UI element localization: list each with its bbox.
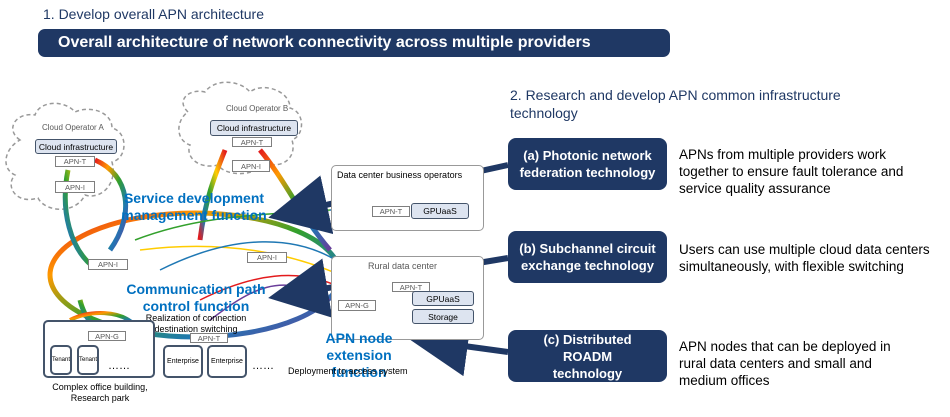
office-caption: Complex office building, Research park <box>52 382 148 403</box>
enterprise-1: Enterprise <box>163 345 203 378</box>
office-tenant-2: Tenant <box>77 345 99 375</box>
rural-dc-apn-t: APN-T <box>392 282 430 292</box>
tech-b-box: (b) Subchannel circuit exchange technolo… <box>508 231 667 283</box>
apn-node-extension-note: Deployment to access system <box>288 366 408 376</box>
cloud-b-name: Cloud Operator B <box>226 104 289 113</box>
cloud-a-name: Cloud Operator A <box>42 123 104 132</box>
section2-heading: 2. Research and develop APN common infra… <box>510 87 841 121</box>
tenant-1-label: Tenant <box>52 357 71 363</box>
section1-heading: 1. Develop overall APN architecture <box>43 6 264 22</box>
cloud-b-apn-i: APN-I <box>232 160 270 172</box>
rural-dc-gpuaas: GPUaaS <box>412 291 474 306</box>
enterprise-apn-t: APN-T <box>190 333 228 343</box>
tenant-2-label: Tenant <box>79 357 98 363</box>
rural-dc-apn-g: APN-G <box>338 300 376 311</box>
tech-c-description: APN nodes that can be deployed in rural … <box>679 339 891 388</box>
tech-a-box: (a) Photonic network federation technolo… <box>508 138 667 190</box>
cloud-b-apn-t: APN-T <box>232 137 272 147</box>
dc-business-apn-t: APN-T <box>372 206 410 217</box>
enterprise-1-label: Enterprise <box>167 358 199 365</box>
cloud-a-infrastructure: Cloud infrastructure <box>35 139 117 154</box>
dc-business-container <box>331 165 484 231</box>
enterprise-2-label: Enterprise <box>211 358 243 365</box>
cloud-a-apn-i: APN-I <box>55 181 95 193</box>
rural-dc-name: Rural data center <box>368 261 438 271</box>
tech-b-description: Users can use multiple cloud data center… <box>679 242 930 274</box>
apn-i-left: APN-I <box>88 259 128 270</box>
service-development-function: Service development management function <box>121 190 267 223</box>
architecture-banner: Overall architecture of network connecti… <box>38 29 670 57</box>
office-apn-g: APN-G <box>88 331 126 341</box>
tech-c-box: (c) Distributed ROADM technology <box>508 330 667 382</box>
communication-path-note: Realization of connection destination sw… <box>145 313 247 334</box>
dc-business-gpuaas: GPUaaS <box>411 203 469 219</box>
communication-path-function: Communication path control function <box>126 281 266 314</box>
office-tenant-1: Tenant <box>50 345 72 375</box>
cloud-b-infrastructure: Cloud infrastructure <box>210 120 298 136</box>
apn-i-mid: APN-I <box>247 252 287 263</box>
enterprise-dots: …… <box>252 360 274 372</box>
apn-node-extension-function: APN node extension function <box>325 330 393 380</box>
dc-business-name: Data center business operators <box>337 170 463 180</box>
cloud-a-outline <box>5 102 125 210</box>
rural-dc-storage: Storage <box>412 309 474 324</box>
tech-a-description: APNs from multiple providers work togeth… <box>679 147 904 196</box>
cloud-a-apn-t: APN-T <box>55 156 95 167</box>
enterprise-2: Enterprise <box>207 345 247 378</box>
office-dots: …… <box>108 360 130 372</box>
